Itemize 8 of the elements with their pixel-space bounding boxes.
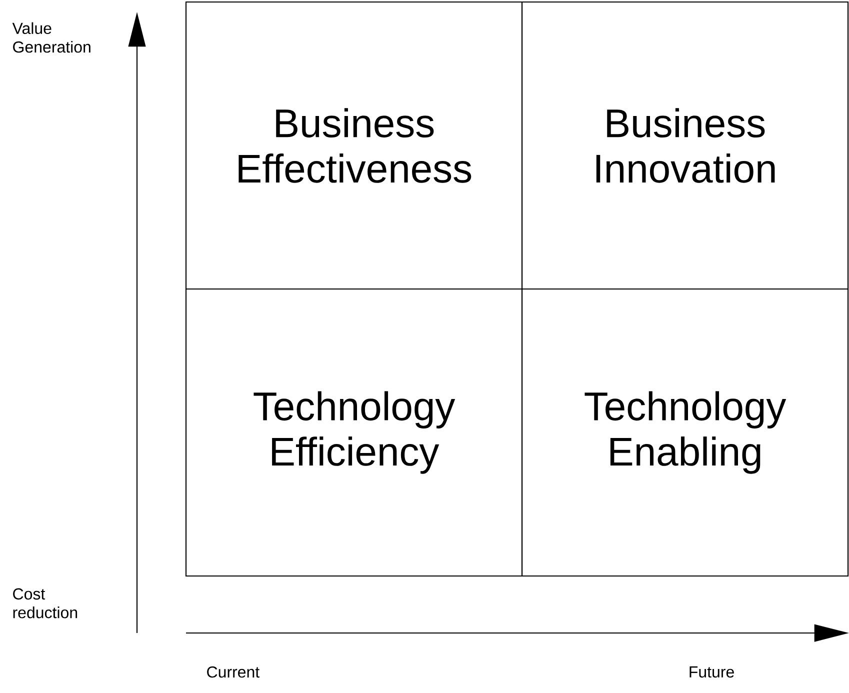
axis-label: Current bbox=[207, 666, 260, 678]
axis-label: Future bbox=[690, 666, 734, 678]
quadrant-box: Technology Enabling bbox=[521, 288, 849, 577]
axis-label: Cost reduction bbox=[13, 588, 78, 618]
quadrant-box: Technology Efficiency bbox=[185, 288, 523, 577]
quadrant-box: Business Effectiveness bbox=[185, 1, 523, 290]
quadrant-box: Business Innovation bbox=[521, 1, 849, 290]
axis-label: Value Generation bbox=[12, 22, 90, 53]
